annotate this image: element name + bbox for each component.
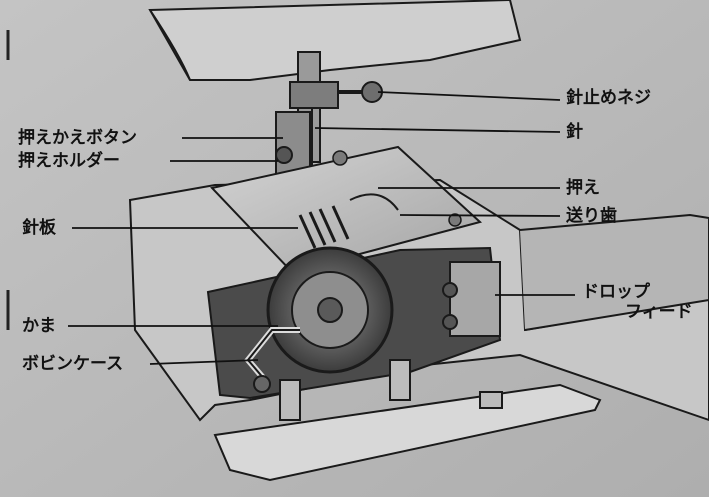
presser-button	[275, 146, 293, 164]
label-needle-clamp-screw: 針止めネジ	[566, 88, 651, 108]
leader-needle	[314, 127, 561, 133]
label-drop-feed-line1: ドロップ	[582, 282, 650, 302]
label-needle-plate: 針板	[22, 218, 56, 238]
leader-feed-dog	[399, 214, 561, 217]
label-bobbin-case: ボビンケース	[22, 354, 124, 374]
label-presser-holder: 押えホルダー	[18, 151, 120, 171]
front-cover	[213, 383, 602, 482]
label-drop-feed-line2: フィード	[625, 302, 693, 322]
label-hook: かま	[22, 316, 56, 336]
leader-needle-clamp-screw	[377, 91, 561, 101]
leader-lines	[68, 91, 575, 365]
machine-arm	[148, 0, 522, 81]
thread	[349, 193, 399, 211]
label-needle: 針	[566, 122, 583, 142]
leader-bobbin-case	[149, 359, 259, 365]
label-presser-foot: 押え	[566, 178, 600, 198]
needle-clamp	[289, 81, 339, 109]
drop-feed-lever	[449, 261, 501, 337]
label-feed-dog: 送り歯	[566, 206, 617, 226]
label-presser-button: 押えかえボタン	[18, 128, 137, 148]
feed-dog-slots	[298, 205, 350, 249]
